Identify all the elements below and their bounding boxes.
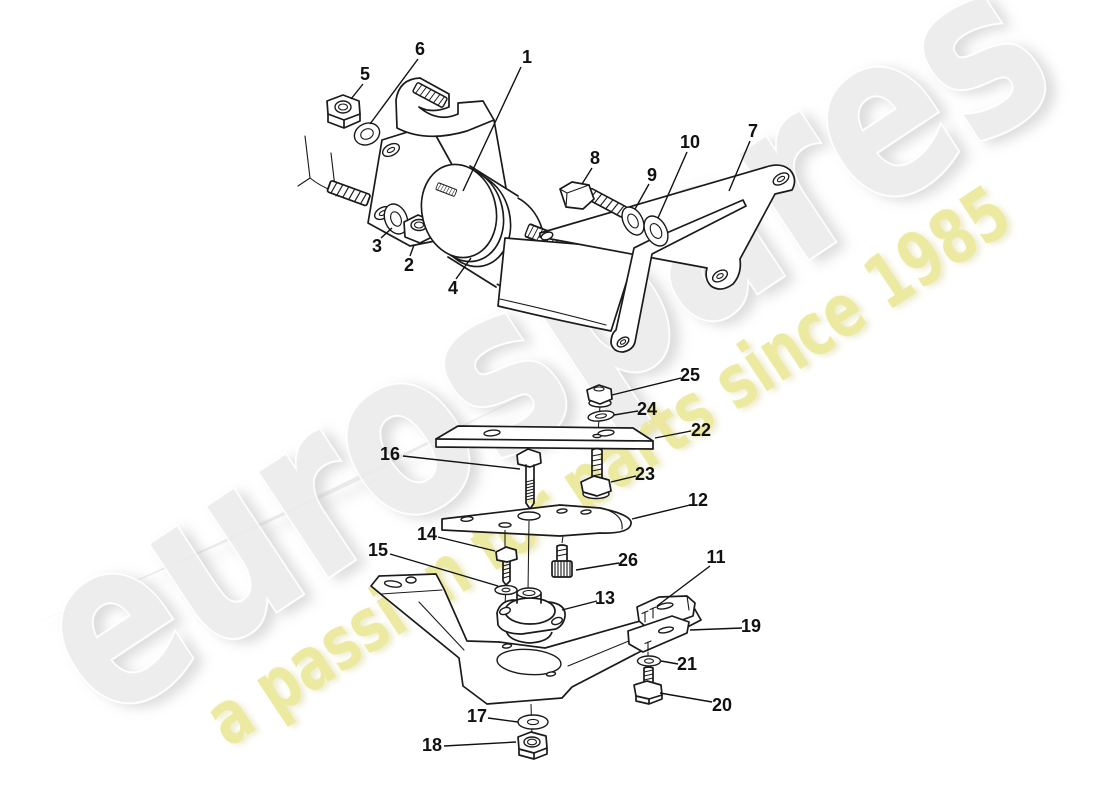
callout-leader-19 bbox=[689, 627, 743, 631]
part-19-shim-plate bbox=[627, 615, 690, 653]
part-3-washer bbox=[383, 203, 409, 235]
callout-number-15: 15 bbox=[368, 540, 388, 560]
callout-leader-24 bbox=[613, 410, 639, 416]
axis-12-13 bbox=[527, 520, 530, 592]
callout-number-14: 14 bbox=[417, 524, 437, 544]
callouts-layer: 1234567891011121314151617181920212223242… bbox=[350, 39, 761, 755]
part-10-washer bbox=[643, 215, 669, 247]
curved-sheet bbox=[497, 237, 638, 332]
callout-number-4: 4 bbox=[448, 278, 458, 298]
callout-number-23: 23 bbox=[635, 464, 655, 484]
callout-leader-13 bbox=[561, 600, 598, 611]
part-16-bolt bbox=[516, 448, 542, 514]
callout-number-17: 17 bbox=[467, 706, 487, 726]
callout-leader-6 bbox=[369, 58, 419, 125]
callout-leader-1 bbox=[462, 66, 522, 192]
callout-number-18: 18 bbox=[422, 735, 442, 755]
callout-leader-22 bbox=[654, 430, 692, 439]
engine-block-sketch bbox=[297, 135, 337, 197]
part-25-nut bbox=[586, 384, 613, 408]
callout-leader-17 bbox=[487, 717, 519, 723]
part-15-washer bbox=[494, 584, 518, 596]
callout-number-3: 3 bbox=[372, 236, 382, 256]
part-17-washer bbox=[517, 714, 549, 730]
callout-number-6: 6 bbox=[415, 39, 425, 59]
callout-number-25: 25 bbox=[680, 365, 700, 385]
callout-leader-4 bbox=[455, 257, 472, 280]
callout-number-13: 13 bbox=[595, 588, 615, 608]
callout-leader-16 bbox=[402, 455, 521, 470]
part-23-bolt bbox=[580, 447, 612, 500]
part-8-bolt bbox=[559, 181, 629, 219]
part-18-nut bbox=[517, 731, 548, 760]
callout-leader-23 bbox=[610, 475, 637, 483]
callout-leader-21 bbox=[660, 660, 679, 665]
callout-number-12: 12 bbox=[688, 490, 708, 510]
part-9-washer bbox=[621, 206, 645, 236]
callout-number-16: 16 bbox=[380, 444, 400, 464]
part-7-mounting-plate bbox=[539, 164, 796, 353]
part-5-nut bbox=[326, 94, 361, 129]
callout-number-10: 10 bbox=[680, 132, 700, 152]
part-20-bolt bbox=[633, 666, 663, 705]
callout-number-21: 21 bbox=[677, 654, 697, 674]
callout-leader-15 bbox=[389, 553, 499, 587]
axis-26 bbox=[561, 535, 564, 544]
callout-number-11: 11 bbox=[706, 547, 725, 567]
part-6-washer bbox=[353, 122, 381, 146]
callout-leader-18 bbox=[443, 741, 517, 747]
callout-number-7: 7 bbox=[748, 121, 758, 141]
part-13-mount bbox=[496, 587, 566, 644]
callout-number-26: 26 bbox=[618, 550, 638, 570]
callout-number-9: 9 bbox=[647, 165, 657, 185]
part-12-lower-plate bbox=[441, 504, 632, 537]
callout-leader-9 bbox=[634, 183, 650, 210]
callout-leader-8 bbox=[581, 167, 593, 185]
part-14-bolt bbox=[495, 546, 518, 586]
callout-leader-20 bbox=[659, 692, 713, 703]
callout-leader-5 bbox=[350, 83, 364, 100]
callout-number-24: 24 bbox=[637, 399, 657, 419]
callout-leader-12 bbox=[631, 504, 691, 520]
part-22-upper-plate bbox=[435, 425, 654, 450]
callout-number-22: 22 bbox=[691, 420, 711, 440]
callout-number-20: 20 bbox=[712, 695, 732, 715]
diagram-artwork bbox=[297, 77, 796, 760]
callout-number-2: 2 bbox=[404, 255, 414, 275]
callout-leader-26 bbox=[575, 562, 620, 571]
callout-leader-2 bbox=[409, 244, 415, 257]
callout-number-8: 8 bbox=[590, 148, 600, 168]
callout-leader-11 bbox=[656, 565, 711, 607]
callout-leader-14 bbox=[437, 536, 496, 552]
part-21-washer bbox=[636, 655, 662, 667]
part-26-stud bbox=[551, 544, 573, 578]
callout-number-1: 1 bbox=[522, 47, 532, 67]
callout-number-19: 19 bbox=[741, 616, 761, 636]
callout-leader-10 bbox=[657, 151, 688, 219]
callout-leader-3 bbox=[380, 227, 393, 239]
part-24-washer bbox=[587, 410, 615, 422]
callout-leader-25 bbox=[611, 377, 682, 396]
callout-number-5: 5 bbox=[360, 64, 370, 84]
callout-leader-7 bbox=[728, 140, 751, 192]
